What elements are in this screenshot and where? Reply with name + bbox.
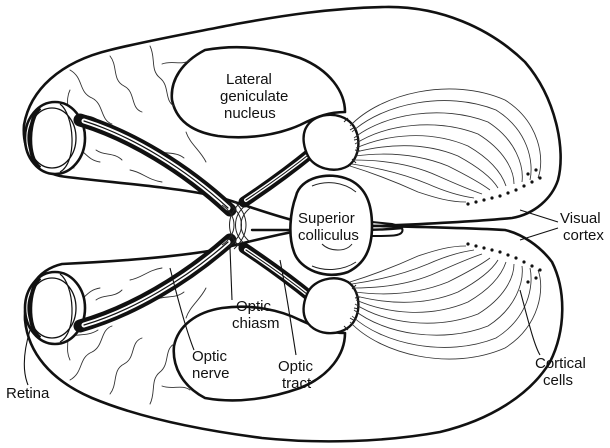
label-superior-colliculus-line1: Superior [298,210,355,227]
label-lgn-line3: nucleus [224,105,276,122]
left-eye-lower [25,272,85,344]
lateral-geniculate-nucleus-lower [304,278,360,333]
label-retina: Retina [6,385,50,402]
label-optic-tract-line2: tract [282,375,312,392]
label-optic-nerve-line1: Optic [192,348,228,365]
label-optic-nerve-line2: nerve [192,365,230,382]
label-visual-cortex-line1: Visual [560,210,601,227]
label-lgn-line1: Lateral [226,71,272,88]
label-superior-colliculus-line2: colliculus [298,227,359,244]
label-cortical-cells-line1: Cortical [535,355,586,372]
left-eye-upper [25,102,85,174]
label-visual-cortex-line2: cortex [563,227,604,244]
label-optic-tract-line1: Optic [278,358,314,375]
label-optic-chiasm-line1: Optic [236,298,272,315]
label-cortical-cells-line2: cells [543,372,573,389]
lateral-geniculate-nucleus-upper [304,115,360,170]
label-lgn-line2: geniculate [220,88,288,105]
label-optic-chiasm-line2: chiasm [232,315,280,332]
